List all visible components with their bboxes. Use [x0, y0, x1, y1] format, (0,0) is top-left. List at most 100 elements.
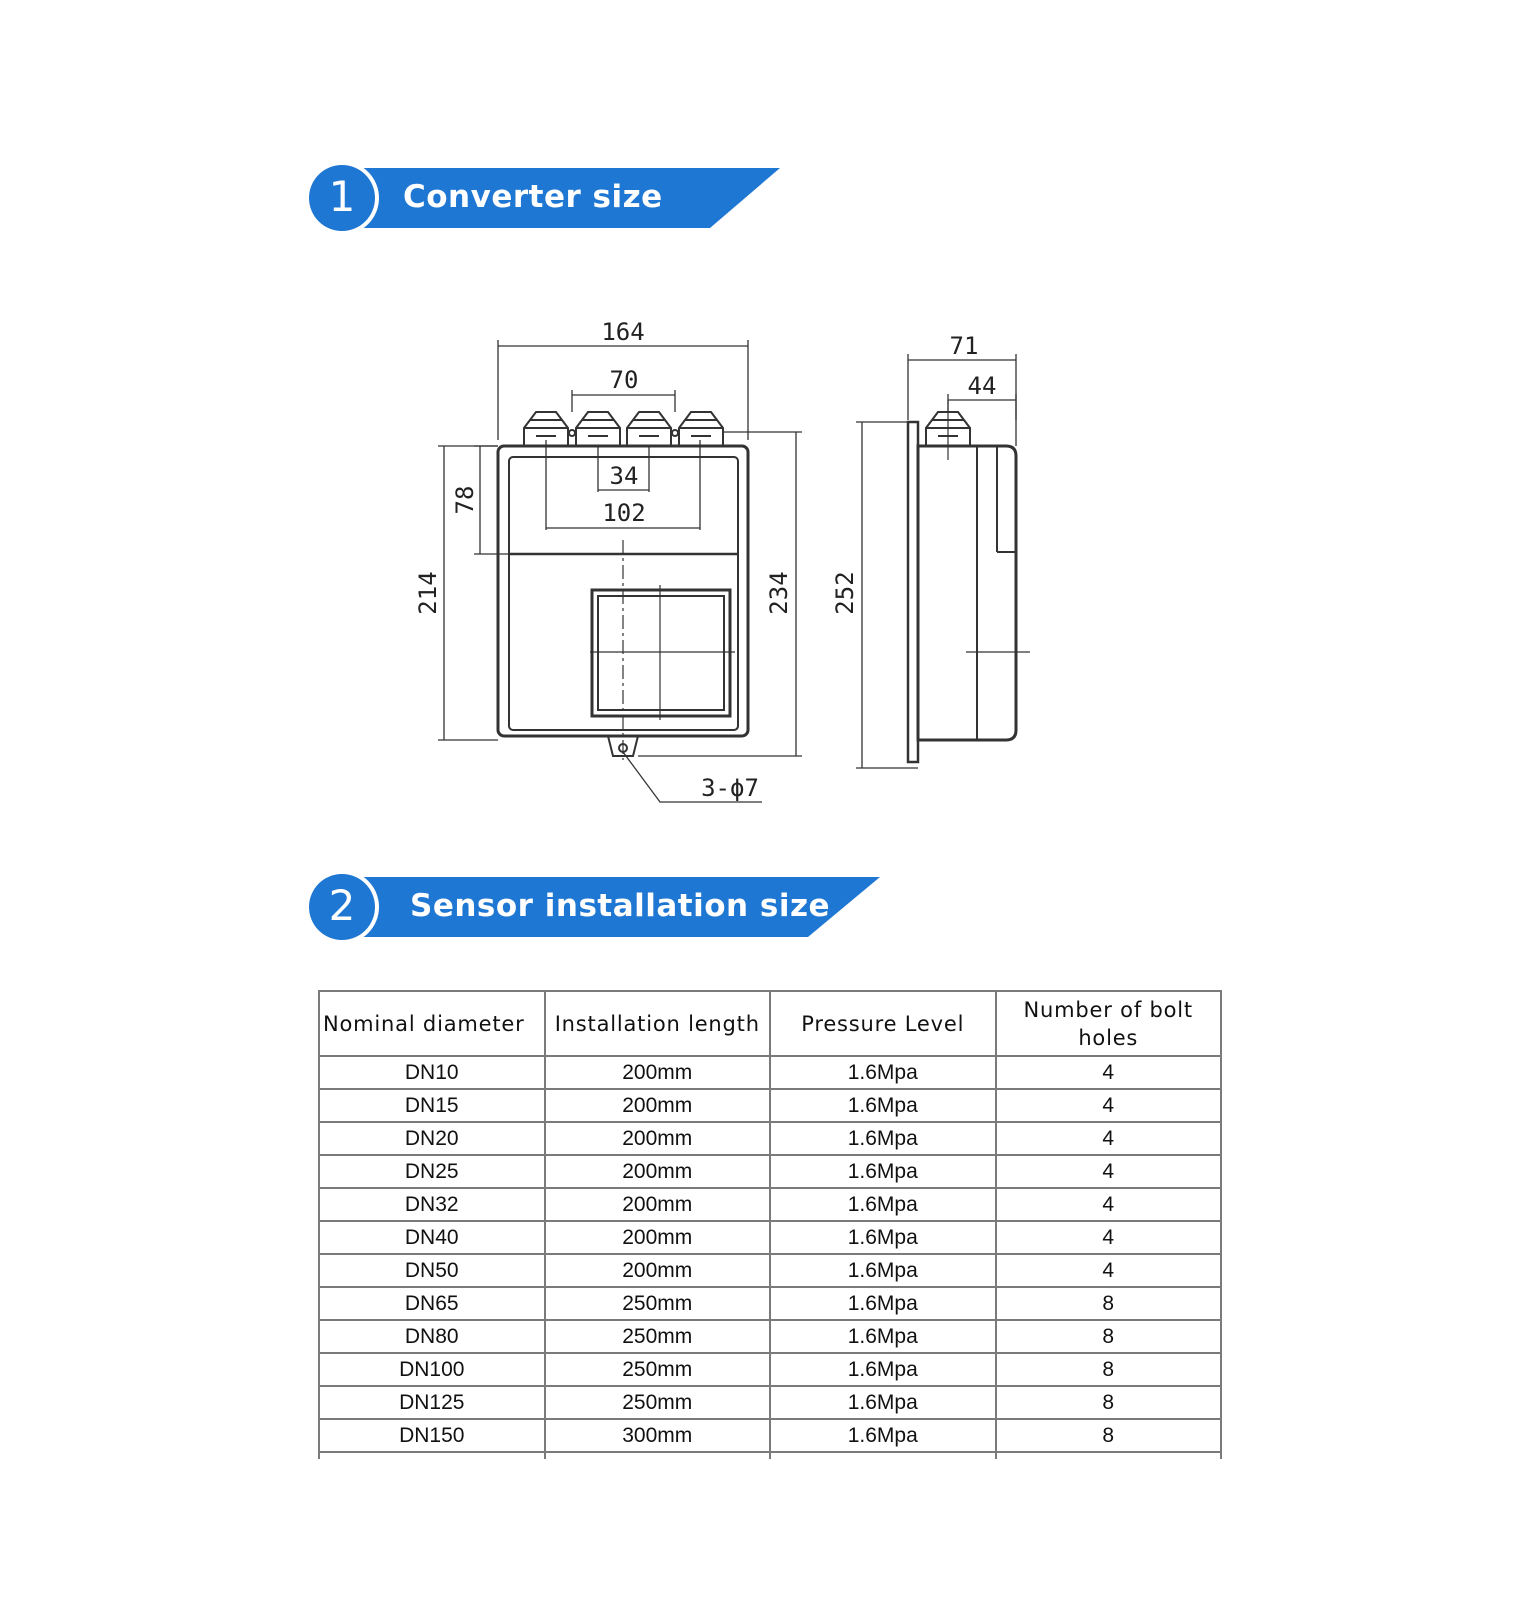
dim-label-mount-holes: 3-ϕ7 — [701, 774, 759, 802]
cell-pressure-level: 1.6Mpa — [769, 1385, 997, 1420]
banner-ribbon — [348, 877, 880, 937]
section-number: 2 — [328, 881, 356, 930]
table-cell-empty — [318, 1451, 546, 1459]
cell-installation-length: 250mm — [543, 1286, 771, 1321]
dim-label-34: 34 — [610, 462, 639, 490]
header-pressure-level: Pressure Level — [769, 990, 997, 1057]
cell-installation-length: 200mm — [543, 1220, 771, 1255]
cell-installation-length: 200mm — [543, 1253, 771, 1288]
dim-102-lines — [545, 440, 701, 530]
cell-bolt-holes: 4 — [994, 1055, 1222, 1090]
cable-glands — [523, 411, 724, 446]
dim-252-lines — [856, 421, 918, 769]
sensor-installation-table: Nominal diameter Installation length Pre… — [318, 990, 1222, 1459]
cell-pressure-level: 1.6Mpa — [769, 1220, 997, 1255]
cell-nominal-diameter: DN10 — [318, 1055, 546, 1090]
side-view — [856, 354, 1030, 769]
dim-label-78: 78 — [451, 486, 479, 515]
section-banner-converter-size: 1 Converter size — [308, 164, 788, 234]
dim-label-252: 252 — [831, 571, 859, 614]
cell-installation-length: 250mm — [543, 1319, 771, 1354]
cell-pressure-level: 1.6Mpa — [769, 1253, 997, 1288]
cell-pressure-level: 1.6Mpa — [769, 1286, 997, 1321]
cell-nominal-diameter: DN65 — [318, 1286, 546, 1321]
dim-label-214: 214 — [414, 571, 442, 614]
cell-bolt-holes: 8 — [994, 1286, 1222, 1321]
cell-nominal-diameter: DN15 — [318, 1088, 546, 1123]
mount-hole-leader — [622, 751, 762, 803]
cell-nominal-diameter: DN25 — [318, 1154, 546, 1189]
cable-gland — [626, 411, 672, 446]
cell-nominal-diameter: DN20 — [318, 1121, 546, 1156]
dim-234-lines — [638, 431, 802, 757]
cell-installation-length: 250mm — [543, 1352, 771, 1387]
cable-gland — [575, 411, 621, 446]
cell-pressure-level: 1.6Mpa — [769, 1154, 997, 1189]
cell-nominal-diameter: DN50 — [318, 1253, 546, 1288]
dim-label-70: 70 — [610, 366, 639, 394]
table-cell-empty — [769, 1451, 997, 1459]
cell-pressure-level: 1.6Mpa — [769, 1121, 997, 1156]
banner-shape — [308, 873, 880, 943]
cell-nominal-diameter: DN32 — [318, 1187, 546, 1222]
banner-shape — [308, 164, 780, 234]
cell-installation-length: 250mm — [543, 1385, 771, 1420]
table-header-row: Nominal diameter Installation length Pre… — [318, 990, 1222, 1057]
cell-bolt-holes: 8 — [994, 1418, 1222, 1453]
dim-label-44: 44 — [968, 372, 997, 400]
front-display-inner — [597, 595, 725, 711]
cell-nominal-diameter: DN150 — [318, 1418, 546, 1453]
dim-78-lines — [474, 445, 509, 555]
dim-label-102: 102 — [602, 499, 645, 527]
table-row-cut — [318, 1451, 1222, 1459]
cell-pressure-level: 1.6Mpa — [769, 1319, 997, 1354]
cell-pressure-level: 1.6Mpa — [769, 1352, 997, 1387]
cell-bolt-holes: 8 — [994, 1319, 1222, 1354]
dim-214-lines — [438, 445, 498, 741]
dim-label-234: 234 — [765, 571, 793, 614]
front-mount-tab — [607, 735, 639, 757]
cell-nominal-diameter: DN125 — [318, 1385, 546, 1420]
cell-pressure-level: 1.6Mpa — [769, 1055, 997, 1090]
banner-circle — [309, 165, 375, 231]
table-cell-empty — [994, 1451, 1222, 1459]
cell-bolt-holes: 4 — [994, 1220, 1222, 1255]
dim-44-lines — [947, 394, 1017, 420]
cell-pressure-level: 1.6Mpa — [769, 1187, 997, 1222]
cell-bolt-holes: 8 — [994, 1352, 1222, 1387]
cell-installation-length: 200mm — [543, 1154, 771, 1189]
cell-pressure-level: 1.6Mpa — [769, 1418, 997, 1453]
cell-installation-length: 300mm — [543, 1418, 771, 1453]
cell-installation-length: 200mm — [543, 1187, 771, 1222]
cell-bolt-holes: 4 — [994, 1121, 1222, 1156]
front-body-inner — [508, 456, 739, 731]
cell-bolt-holes: 4 — [994, 1154, 1222, 1189]
converter-dimension-drawing: 164 70 34 102 78 214 234 3-ϕ7 71 44 252 — [414, 318, 1030, 803]
cell-pressure-level: 1.6Mpa — [769, 1088, 997, 1123]
banner-ribbon — [348, 168, 780, 228]
cell-nominal-diameter: DN40 — [318, 1220, 546, 1255]
cell-installation-length: 200mm — [543, 1055, 771, 1090]
cell-bolt-holes: 4 — [994, 1088, 1222, 1123]
table-cell-empty — [543, 1451, 771, 1459]
cell-bolt-holes: 8 — [994, 1385, 1222, 1420]
section-title: Sensor installation size — [410, 888, 831, 924]
cell-installation-length: 200mm — [543, 1121, 771, 1156]
cell-nominal-diameter: DN100 — [318, 1352, 546, 1387]
cell-bolt-holes: 4 — [994, 1187, 1222, 1222]
header-installation-length: Installation length — [543, 990, 771, 1057]
front-display-window — [590, 588, 732, 718]
cable-gland — [678, 411, 724, 446]
